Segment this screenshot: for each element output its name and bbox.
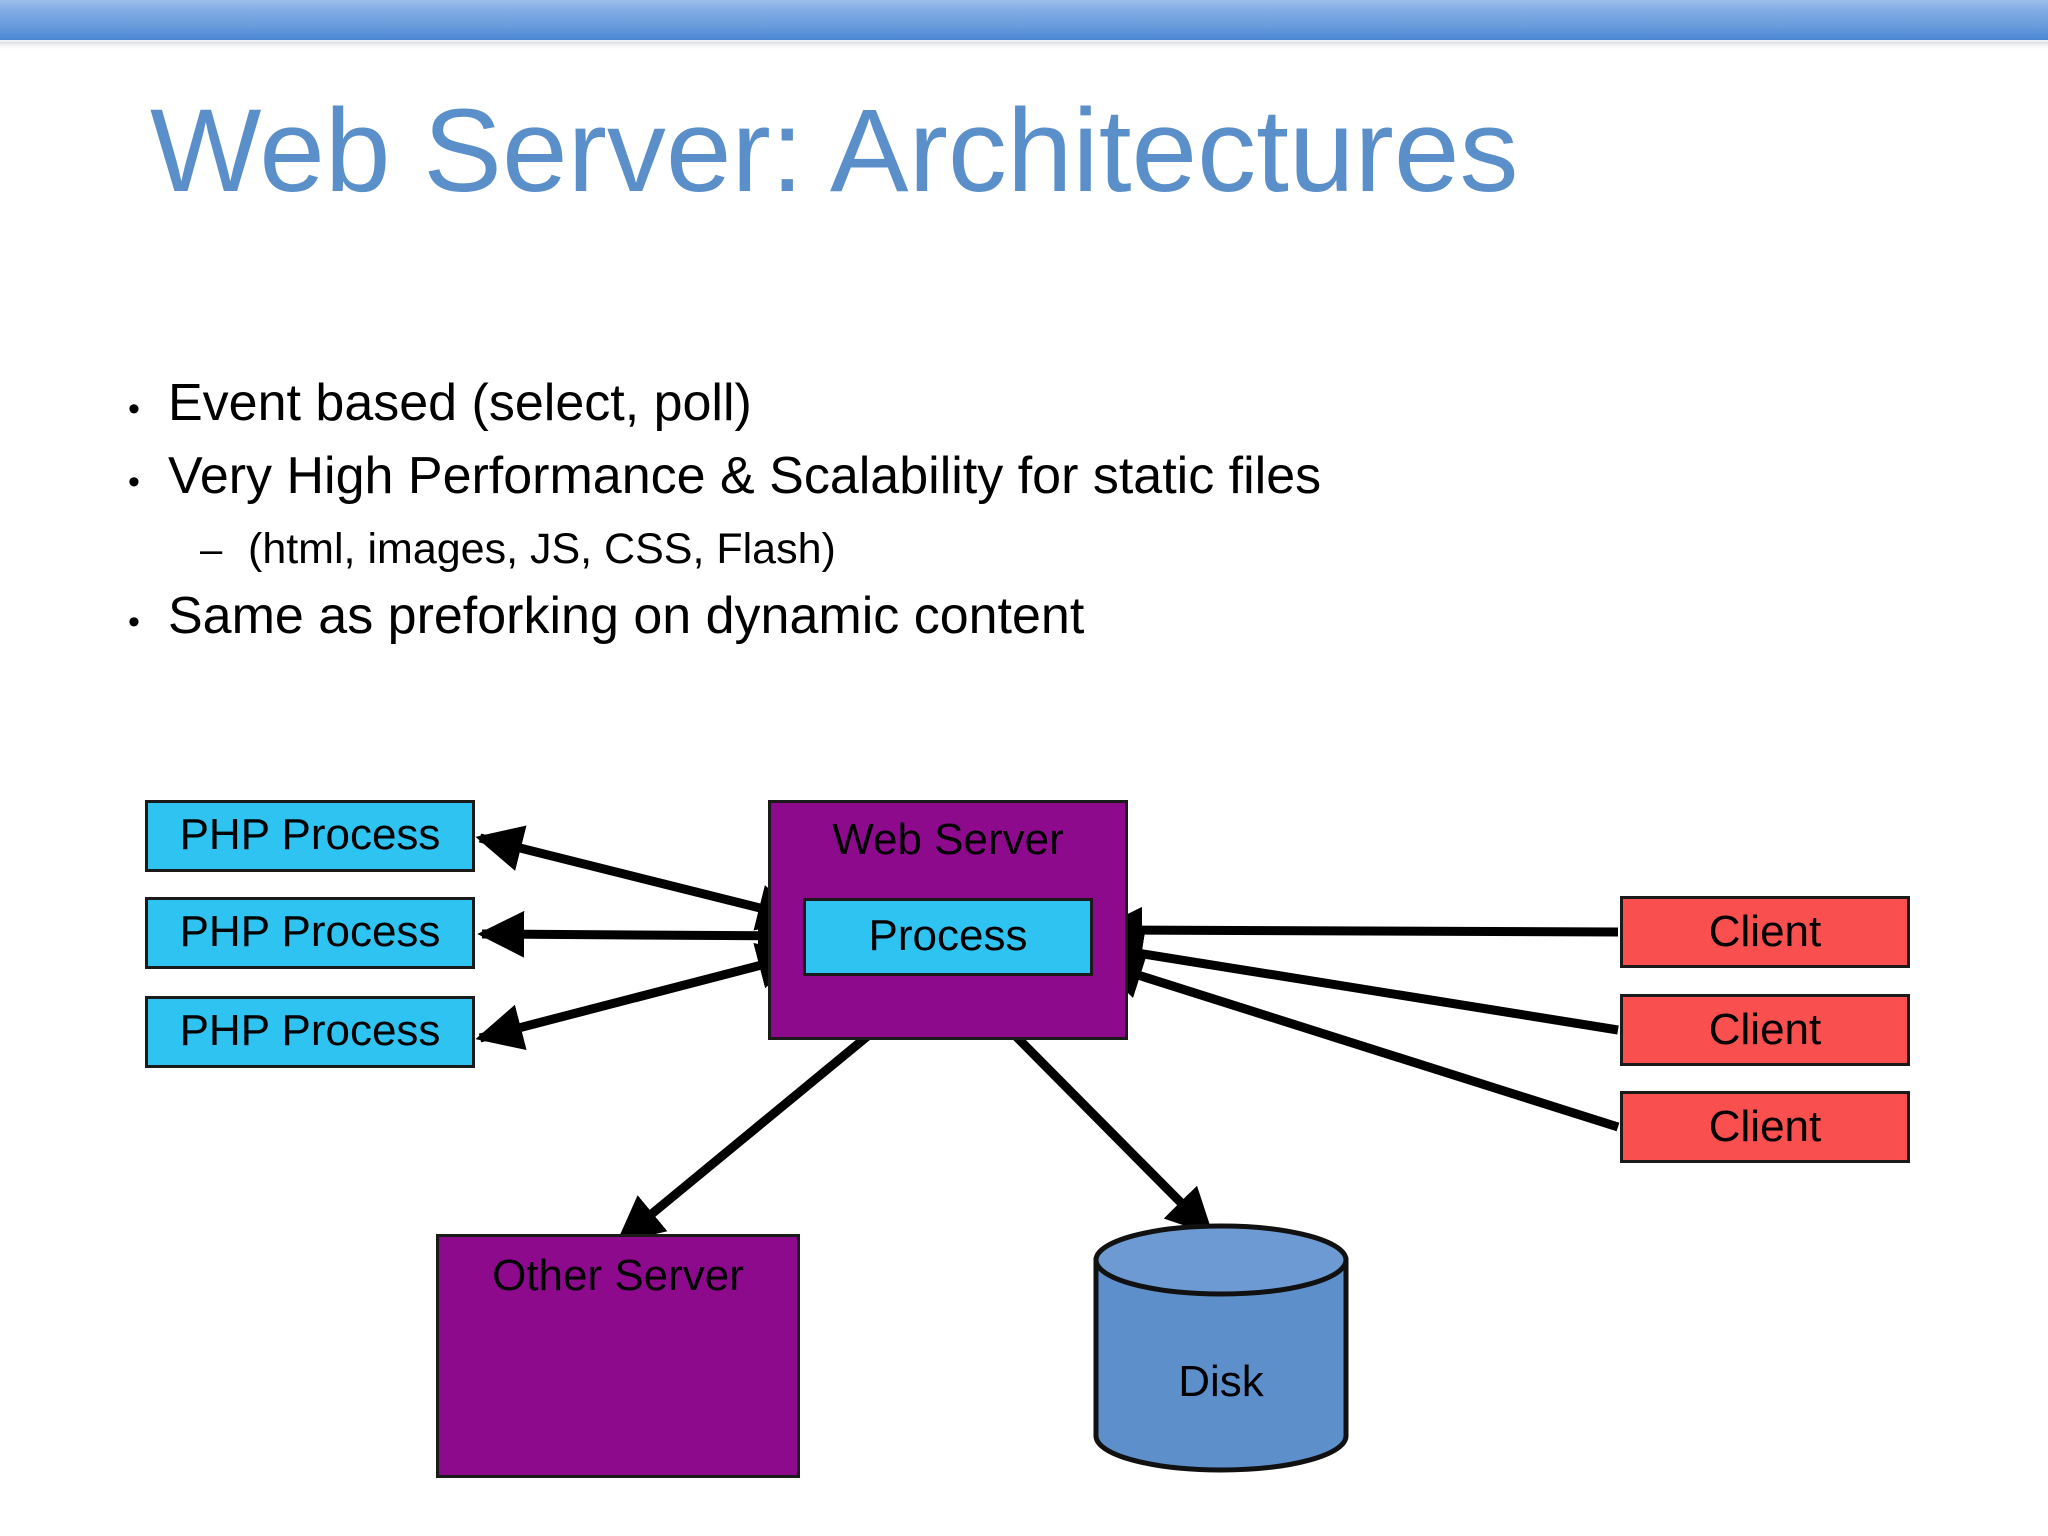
other-server-label: Other Server xyxy=(492,1251,744,1300)
client-box-2[interactable]: Client xyxy=(1620,994,1910,1066)
connector-client-1-to-process xyxy=(1095,906,1619,954)
disk-label: Disk xyxy=(1178,1357,1264,1406)
bullet-text: Same as preforking on dynamic content xyxy=(168,587,1085,645)
bullet-marker: • xyxy=(128,463,140,501)
php-process-label: PHP Process xyxy=(179,810,441,859)
top-bar-edge-highlight xyxy=(0,40,2048,42)
bullet-item-2: • Very High Performance & Scalability fo… xyxy=(100,443,1920,516)
bullet-list: • Event based (select, poll) • Very High… xyxy=(100,370,1920,656)
disk-shape xyxy=(1093,1223,1349,1473)
disk-cylinder[interactable] xyxy=(1092,1222,1350,1474)
connector-process-to-php-3 xyxy=(475,942,805,1051)
php-process-label: PHP Process xyxy=(179,907,441,956)
client-box-3[interactable]: Client xyxy=(1620,1091,1910,1163)
process-box[interactable]: Process xyxy=(803,898,1093,976)
connector-process-to-php-2 xyxy=(477,910,805,960)
process-label: Process xyxy=(868,911,1028,960)
bullet-marker: • xyxy=(128,390,140,428)
web-server-label: Web Server xyxy=(832,815,1064,864)
bullet-marker: – xyxy=(200,528,223,572)
bullet-text: Event based (select, poll) xyxy=(168,374,752,432)
top-decorative-bar xyxy=(0,0,2048,40)
connector-process-to-php-1 xyxy=(475,825,805,931)
other-server-box[interactable]: Other Server xyxy=(436,1234,800,1478)
bullet-text: (html, images, JS, CSS, Flash) xyxy=(248,525,836,573)
php-process-box-3[interactable]: PHP Process xyxy=(145,996,475,1068)
client-label: Client xyxy=(1708,1102,1822,1151)
php-process-box-2[interactable]: PHP Process xyxy=(145,897,475,969)
top-bar-shadow xyxy=(0,40,2048,49)
connector-client-2-to-process xyxy=(1095,930,1619,1035)
page-title: Web Server: Architectures xyxy=(150,85,1519,217)
php-process-box-1[interactable]: PHP Process xyxy=(145,800,475,872)
bullet-item-3: – (html, images, JS, CSS, Flash) xyxy=(100,516,1920,583)
bullet-item-4: • Same as preforking on dynamic content xyxy=(100,583,1920,656)
client-label: Client xyxy=(1708,1005,1822,1054)
php-process-label: PHP Process xyxy=(179,1006,441,1055)
client-label: Client xyxy=(1708,907,1822,956)
client-box-1[interactable]: Client xyxy=(1620,896,1910,968)
bullet-item-1: • Event based (select, poll) xyxy=(100,370,1920,443)
bullet-text: Very High Performance & Scalability for … xyxy=(168,447,1322,505)
connector-client-3-to-process xyxy=(1095,953,1620,1132)
bullet-marker: • xyxy=(128,603,140,641)
